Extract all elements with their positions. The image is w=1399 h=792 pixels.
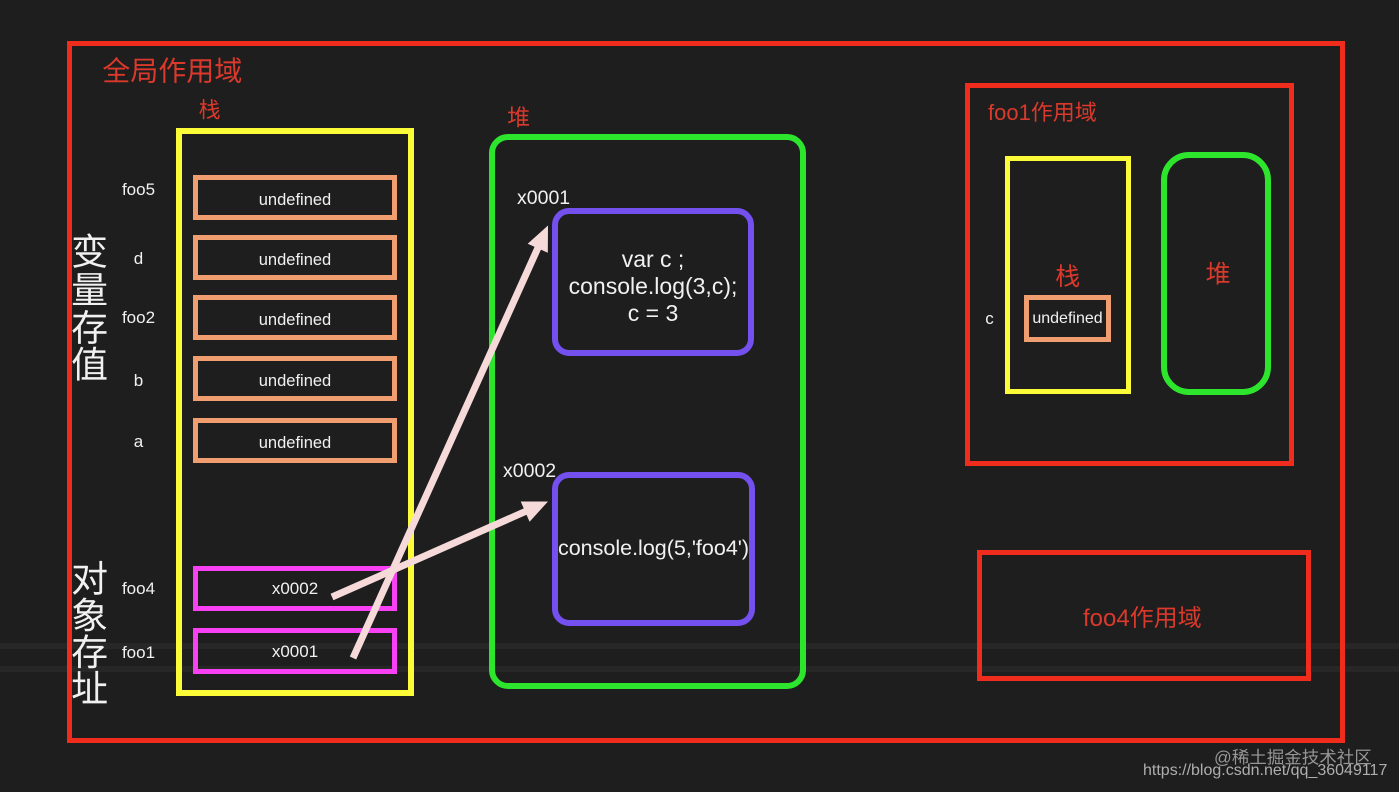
svg-text:@: @ [1214,747,1232,767]
svg-text:foo1: foo1 [988,100,1031,125]
svg-text:foo4: foo4 [1083,605,1130,632]
